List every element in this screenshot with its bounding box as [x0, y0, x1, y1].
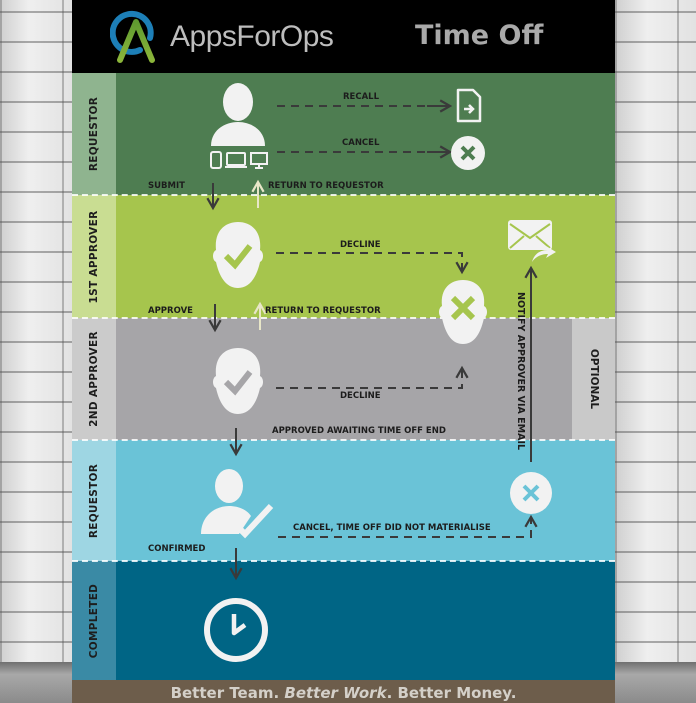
- user-confirmed-icon: [201, 469, 274, 539]
- lane-completed: COMPLETED: [72, 561, 615, 680]
- lane-label-first-approver: 1ST APPROVER: [72, 195, 116, 318]
- label-cancel: CANCEL: [342, 138, 380, 148]
- label-decline-2: DECLINE: [340, 391, 381, 401]
- label-approve: APPROVE: [148, 306, 193, 316]
- approver-check-icon: [213, 222, 263, 288]
- cancel-circle-icon: [451, 136, 485, 170]
- label-return-to-requestor-1: RETURN TO REQUESTOR: [268, 181, 384, 191]
- lane-divider: [72, 560, 615, 562]
- lane-first-approver: 1ST APPROVER: [72, 195, 615, 318]
- lane-second-approver: 2ND APPROVER OPTIONAL: [72, 318, 615, 440]
- document-return-icon: [456, 88, 482, 123]
- time-off-flow-diagram: AppsForOps Time Off REQUESTOR 1ST APPROV…: [72, 0, 615, 703]
- brand-name: AppsForOps: [170, 20, 334, 53]
- clock-icon: [204, 598, 268, 662]
- label-decline-1: DECLINE: [340, 240, 381, 250]
- label-return-to-requestor-2: RETURN TO REQUESTOR: [265, 306, 381, 316]
- lane-label-second-approver: 2ND APPROVER: [72, 318, 116, 440]
- user-with-devices-icon: [210, 83, 268, 169]
- lane-label-requestor: REQUESTOR: [72, 73, 116, 195]
- lane-requestor: REQUESTOR: [72, 73, 615, 195]
- lane-divider: [72, 439, 615, 441]
- cancel-circle-icon-2: [510, 472, 552, 514]
- label-cancel-not-materialise: CANCEL, TIME OFF DID NOT MATERIALISE: [293, 523, 491, 533]
- email-forward-icon: [508, 220, 556, 262]
- label-approved-awaiting: APPROVED AWAITING TIME OFF END: [272, 426, 446, 436]
- declined-head-icon: [439, 280, 487, 344]
- brick-wall-left: [0, 0, 72, 703]
- label-notify-approver: NOTIFY APPROVER VIA EMAIL: [515, 292, 526, 451]
- page-title: Time Off: [415, 20, 544, 51]
- brick-wall-right: [615, 0, 696, 703]
- header: AppsForOps Time Off: [72, 0, 615, 73]
- lane-label-completed: COMPLETED: [72, 561, 116, 680]
- lane-label-requestor-2: REQUESTOR: [72, 440, 116, 561]
- footer-tagline: Better Team. Better Work. Better Money.: [72, 680, 615, 703]
- lane-divider: [72, 194, 615, 196]
- approver-check-icon-2: [213, 348, 263, 414]
- label-confirmed: CONFIRMED: [148, 544, 206, 554]
- appsforops-logo-icon: [110, 10, 155, 63]
- label-submit: SUBMIT: [148, 181, 185, 191]
- optional-label: OPTIONAL: [572, 318, 615, 440]
- label-recall: RECALL: [343, 92, 380, 102]
- lane-divider: [72, 317, 615, 319]
